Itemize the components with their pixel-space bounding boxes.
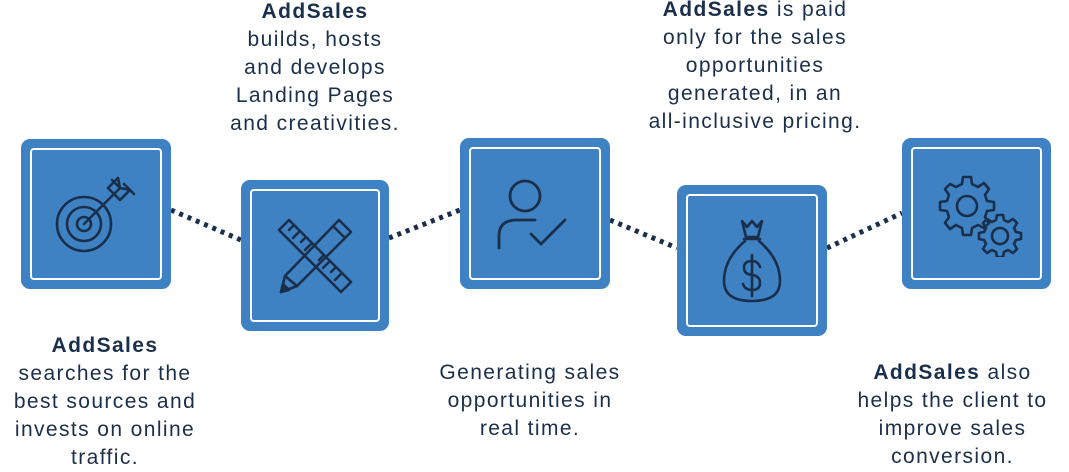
step-2-line-2: and develops <box>244 56 386 79</box>
step-1-box-border <box>30 148 162 280</box>
connector-1-2 <box>170 207 242 243</box>
step-2-box-border <box>250 189 380 322</box>
step-3-box-border <box>469 147 601 280</box>
step-5-box-border <box>911 147 1042 280</box>
step-5-box <box>902 138 1051 289</box>
step-1-line-3: invests on online <box>14 418 196 441</box>
step-3-line-3: real time. <box>479 417 581 440</box>
step-5-inline-text: also <box>980 361 1032 384</box>
step-3-line-1: Generating sales <box>439 361 621 384</box>
step-1-brand: AddSales <box>51 334 159 357</box>
connector-4-5 <box>825 210 904 251</box>
step-2-brand: AddSales <box>261 0 369 23</box>
step-2-line-1: builds, hosts <box>247 28 383 51</box>
step-4-box-border <box>686 194 818 327</box>
step-5-line-3: conversion. <box>891 445 1014 468</box>
step-4-brand: AddSales <box>662 0 770 21</box>
step-4-line-1: only for the sales <box>663 26 847 49</box>
connector-3-4 <box>609 217 678 251</box>
step-4-line-3: generated, in an <box>667 82 843 105</box>
step-1-line-4: traffic. <box>71 446 139 469</box>
step-5-line-2: improve sales <box>878 417 1027 440</box>
step-1-line-1: searches for the <box>18 362 192 385</box>
step-2-line-3: Landing Pages <box>235 84 395 107</box>
step-2-box <box>241 180 389 331</box>
step-3-line-2: opportunities in <box>447 389 613 412</box>
ruler-pencil-icon <box>277 218 353 293</box>
step-5-line-1: helps the client to <box>857 389 1048 412</box>
connector-2-3 <box>388 207 461 241</box>
step-2-line-4: and creativities. <box>230 112 400 135</box>
user-check-icon <box>497 179 567 249</box>
step-1-description: AddSales searches for the best sources a… <box>0 332 210 472</box>
step-3-box <box>460 138 610 289</box>
step-4-box <box>677 185 827 336</box>
step-4-description: AddSales is paid only for the sales oppo… <box>612 0 898 136</box>
money-bag-icon <box>722 219 782 302</box>
step-5-brand: AddSales <box>873 361 981 384</box>
step-4-line-2: opportunities <box>685 54 825 77</box>
gears-icon <box>938 175 1022 257</box>
step-1-box <box>21 139 171 289</box>
step-4-line-4: all-inclusive pricing. <box>648 110 862 133</box>
step-5-description: AddSales also helps the client to improv… <box>836 359 1069 471</box>
step-2-description: AddSales builds, hosts and develops Land… <box>199 0 431 138</box>
step-4-inline-text: is paid <box>769 0 848 21</box>
step-1-line-2: best sources and <box>13 390 197 413</box>
step-3-description: Generating sales opportunities in real t… <box>414 359 646 443</box>
target-arrow-icon <box>55 176 136 253</box>
